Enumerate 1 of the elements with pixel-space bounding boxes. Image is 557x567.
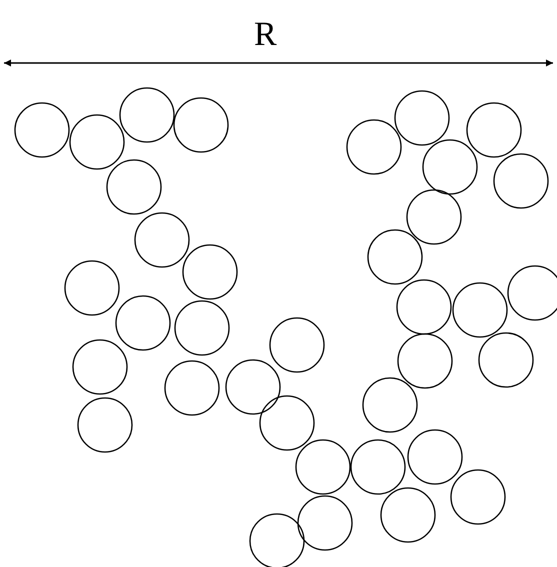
dimension-label: R <box>254 18 277 52</box>
